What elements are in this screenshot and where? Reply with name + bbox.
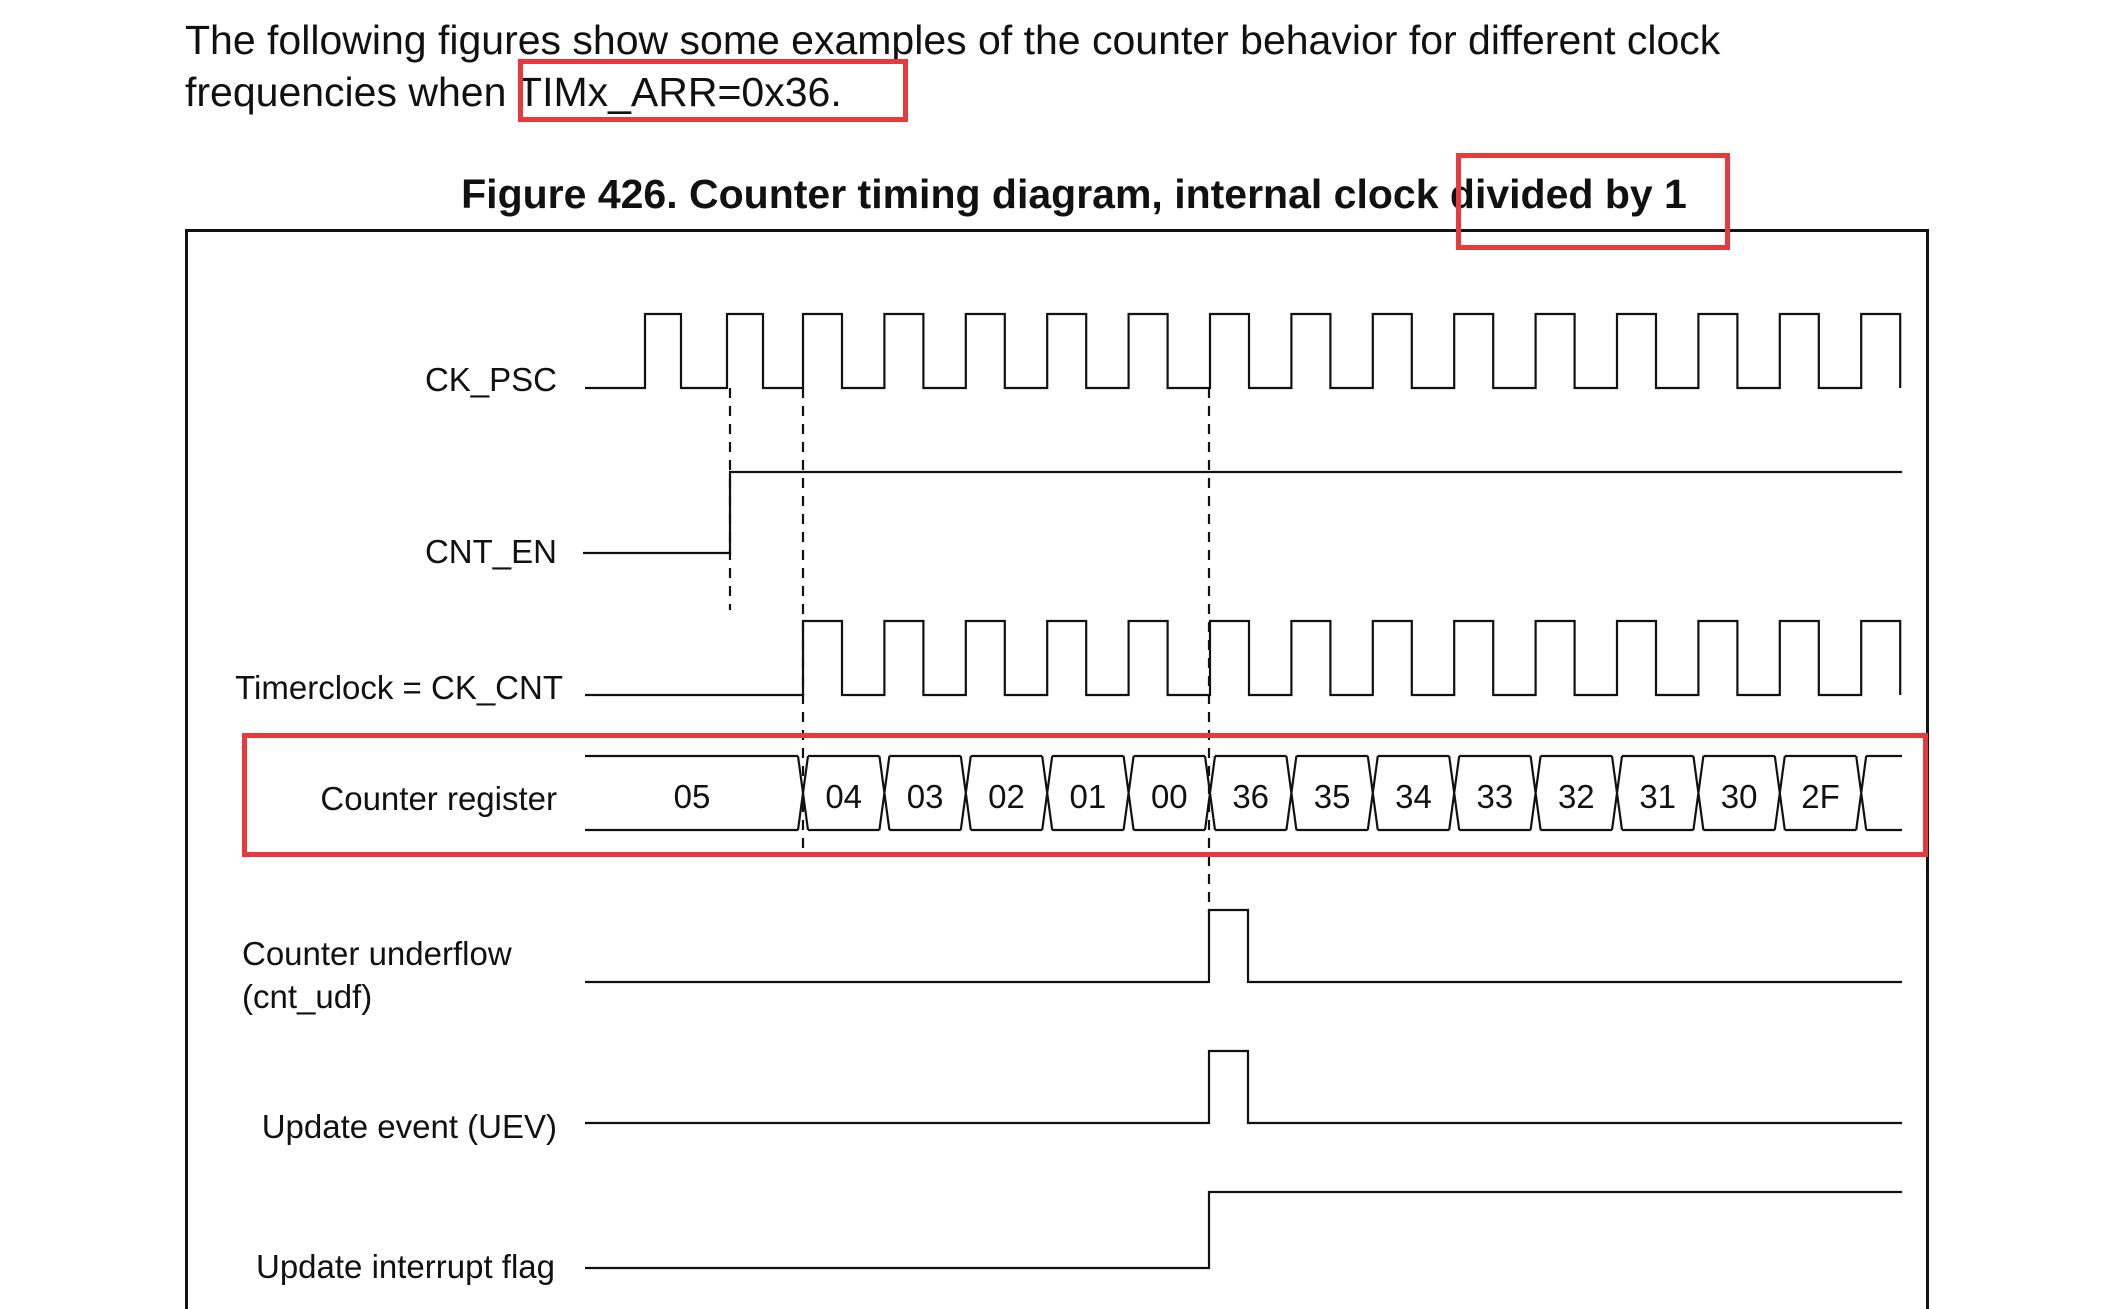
- counter-value: 31: [1639, 778, 1676, 815]
- waveform-counter-register: [585, 754, 1902, 832]
- highlight-arr-value: [518, 59, 908, 122]
- label-ck-psc: CK_PSC: [425, 361, 557, 398]
- counter-value: 04: [825, 778, 862, 815]
- label-counter-register: Counter register: [320, 780, 557, 817]
- counter-value: 32: [1558, 778, 1595, 815]
- intro-line-2: frequencies when TIMx_ARR=0x36.: [185, 69, 842, 115]
- highlight-divided-by: [1456, 153, 1730, 250]
- counter-value: 33: [1477, 778, 1514, 815]
- counter-value: 02: [988, 778, 1025, 815]
- counter-value: 35: [1314, 778, 1351, 815]
- waveform-timerclock: [585, 619, 1902, 697]
- counter-value: 01: [1070, 778, 1107, 815]
- label-underflow-1: Counter underflow: [242, 935, 512, 972]
- counter-value: 30: [1721, 778, 1758, 815]
- label-timerclock: Timerclock = CK_CNT: [235, 669, 563, 706]
- label-uif: Update interrupt flag: [256, 1248, 555, 1285]
- highlight-counter-register: [242, 733, 1928, 857]
- waveform-update-event: [585, 1049, 1902, 1125]
- figure-title-text: Figure 426. Counter timing diagram, inte…: [461, 171, 1687, 217]
- label-cnt-en: CNT_EN: [425, 533, 557, 570]
- label-uev: Update event (UEV): [262, 1108, 557, 1145]
- label-underflow-2: (cnt_udf): [242, 978, 372, 1015]
- figure-title: Figure 426. Counter timing diagram, inte…: [0, 168, 2128, 220]
- counter-value: 34: [1395, 778, 1432, 815]
- waveform-cnt-en: [583, 470, 1902, 555]
- counter-value: 05: [674, 778, 711, 815]
- intro-line-1: The following figures show some examples…: [185, 17, 1721, 63]
- counter-value: 36: [1232, 778, 1269, 815]
- counter-value: 00: [1151, 778, 1188, 815]
- intro-paragraph: The following figures show some examples…: [185, 14, 2085, 118]
- waveform-counter-underflow: [585, 908, 1902, 984]
- waveform-ck-psc: [585, 312, 1902, 390]
- counter-values: 05 04 03 02 01 00 36 35 34 33 32 31 30 2F: [674, 778, 1840, 815]
- waveform-update-interrupt-flag: [585, 1190, 1902, 1270]
- counter-value: 2F: [1801, 778, 1840, 815]
- counter-value: 03: [907, 778, 944, 815]
